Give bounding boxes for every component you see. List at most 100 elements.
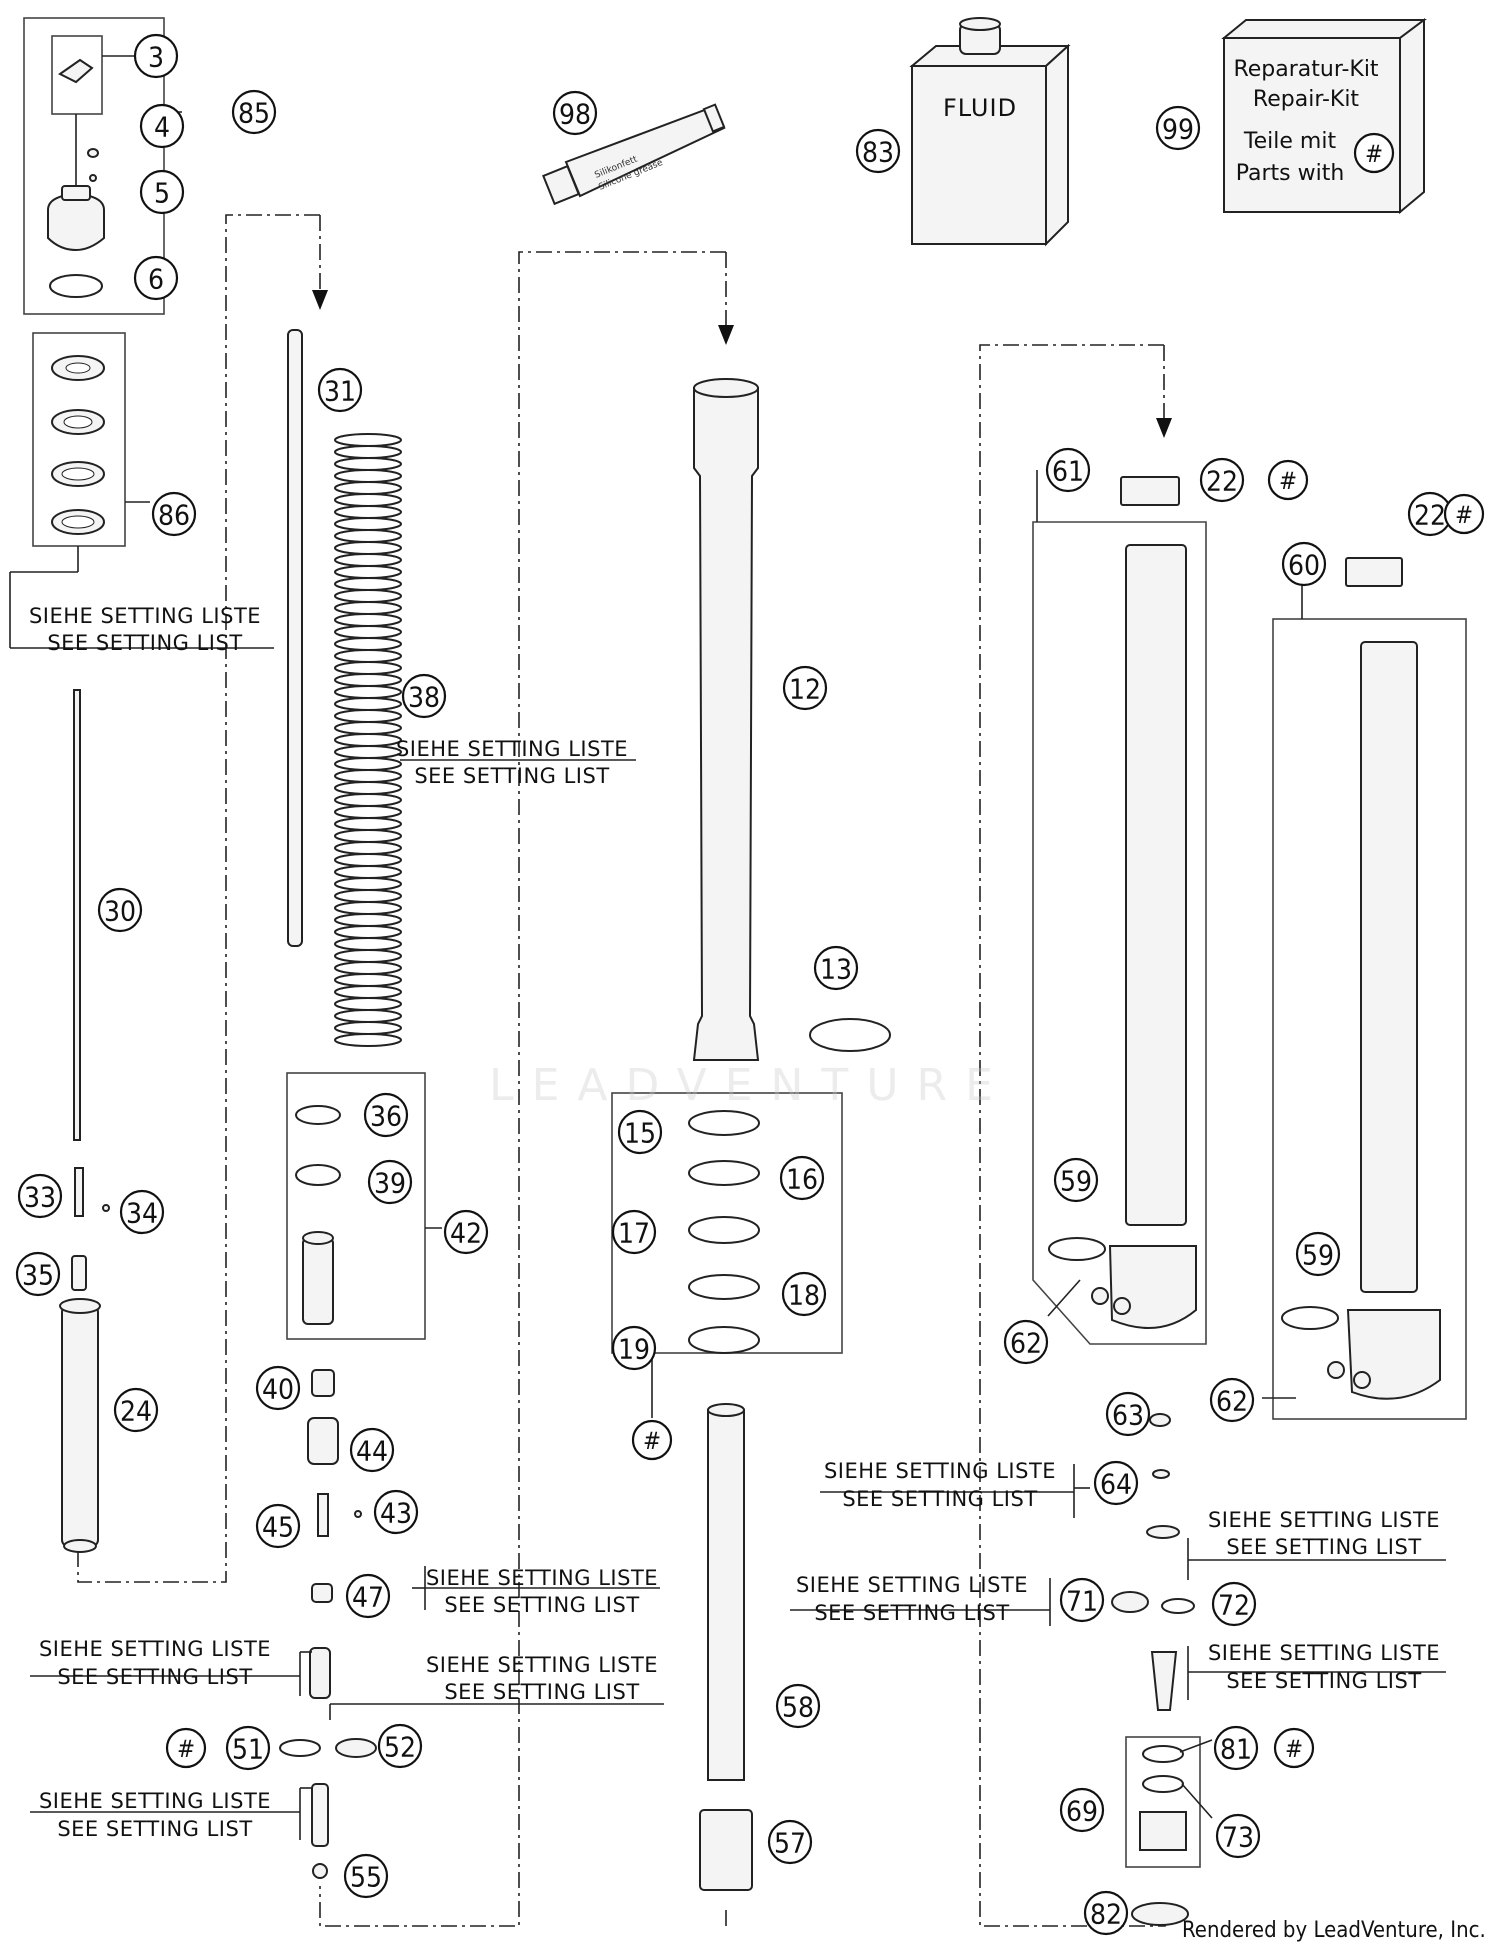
callout-circle	[139, 169, 185, 215]
callout-circle	[345, 1573, 391, 1619]
spring-coil	[334, 469, 402, 483]
parts-with-label-de: Teile mit	[1243, 129, 1337, 154]
callout-number: 61	[1052, 455, 1084, 488]
spring-coil	[334, 697, 402, 711]
callout-circle	[552, 90, 598, 136]
callout-63: 63	[1105, 1391, 1151, 1437]
spring-coil	[334, 961, 402, 975]
callout-number: 57	[774, 1827, 806, 1860]
callout-69: 69	[1059, 1787, 1105, 1833]
callout-15: 15	[617, 1109, 663, 1155]
callout-99: 99	[1155, 105, 1201, 151]
callout-number: 36	[370, 1100, 402, 1133]
callout-number: 63	[1112, 1399, 1144, 1432]
callout-60: 60	[1281, 541, 1327, 587]
valve-parts-drawing	[279, 1369, 377, 1879]
leader-lines	[9, 55, 1446, 1840]
setting-list-label-en: SEE SETTING LIST	[1226, 1535, 1421, 1559]
spring-coil	[334, 589, 402, 603]
callout-3: 3	[133, 33, 179, 79]
group-box-85	[23, 17, 165, 315]
outer-tube-12	[692, 387, 760, 1061]
spring-coil	[334, 889, 402, 903]
callout-number: 73	[1222, 1821, 1254, 1854]
callout-12: 12	[782, 665, 828, 711]
callout-59: 59	[1295, 1231, 1341, 1277]
callout-number: 43	[380, 1497, 412, 1530]
push-rod-30	[73, 689, 81, 1141]
spring-coil	[334, 877, 402, 891]
callout-30: 30	[97, 887, 143, 933]
callout-circle	[767, 1819, 813, 1865]
callout-circle	[1295, 1231, 1341, 1277]
spring-coil	[334, 553, 402, 567]
callout-number: 47	[352, 1581, 384, 1614]
spring-coil	[334, 565, 402, 579]
callout-circle	[231, 89, 277, 135]
callout-17: 17	[611, 1209, 657, 1255]
callout-number: 3	[148, 41, 164, 74]
arrow-22	[1156, 418, 1172, 438]
callout-number: 55	[350, 1861, 382, 1894]
hash-circle	[631, 1419, 673, 1461]
callout-number: 59	[1302, 1239, 1334, 1272]
spring-coil	[334, 781, 402, 795]
callout-44: 44	[349, 1427, 395, 1473]
callout-circle	[1213, 1725, 1259, 1771]
setting-list-label-en: SEE SETTING LIST	[1226, 1669, 1421, 1693]
callout-81: 81	[1213, 1725, 1259, 1771]
spring-coil	[334, 901, 402, 915]
callout-circle	[1003, 1319, 1049, 1365]
spring-coil	[334, 709, 402, 723]
spring-coil	[334, 721, 402, 735]
hash-symbol: #	[1365, 140, 1383, 168]
callout-45: 45	[255, 1503, 301, 1549]
spring-coil	[334, 805, 402, 819]
setting-list-label-de: SIEHE SETTING LISTE	[396, 737, 628, 761]
callout-circle	[151, 491, 197, 537]
callout-circle	[1053, 1157, 1099, 1203]
spring-coil	[334, 541, 402, 555]
setting-list-label-en: SEE SETTING LIST	[47, 631, 242, 655]
fork-leg-60-drawing	[1327, 557, 1441, 1400]
arrow-12	[718, 325, 734, 345]
spring-coil	[334, 733, 402, 747]
callout-circle	[225, 1725, 271, 1771]
spring-coil	[334, 457, 402, 471]
hash-symbol: #	[1455, 501, 1473, 529]
callout-number: 64	[1100, 1468, 1132, 1501]
callout-circle	[133, 255, 179, 301]
outer-tube-top	[693, 378, 759, 398]
callout-circle	[255, 1365, 301, 1411]
callout-73: 73	[1215, 1813, 1261, 1859]
callout-number: 39	[374, 1167, 406, 1200]
fork-spring-38	[334, 433, 402, 1047]
arrow-31	[312, 290, 328, 310]
callout-number: 6	[148, 263, 164, 296]
callout-number: 30	[104, 895, 136, 928]
callout-circle	[113, 1387, 159, 1433]
spring-coil	[334, 601, 402, 615]
spring-coil	[334, 817, 402, 831]
callout-number: 42	[450, 1217, 482, 1250]
spring-coil	[334, 793, 402, 807]
callout-circle	[97, 887, 143, 933]
spring-coil	[334, 1009, 402, 1023]
spring-coil	[334, 865, 402, 879]
spring-coil	[334, 493, 402, 507]
callout-circle	[139, 103, 185, 149]
callout-circle	[611, 1325, 657, 1371]
setting-list-label-en: SEE SETTING LIST	[814, 1601, 1009, 1625]
assembly-path-left	[77, 214, 320, 1583]
hash-circle	[1353, 132, 1395, 174]
callout-circle	[443, 1209, 489, 1255]
hash-marker-layer: ######	[165, 132, 1485, 1769]
callout-42: 42	[443, 1209, 489, 1255]
callout-circle	[781, 1271, 827, 1317]
callout-number: 33	[24, 1181, 56, 1214]
callout-59: 59	[1053, 1157, 1099, 1203]
callout-circle	[373, 1489, 419, 1535]
callout-82: 82	[1083, 1890, 1129, 1936]
